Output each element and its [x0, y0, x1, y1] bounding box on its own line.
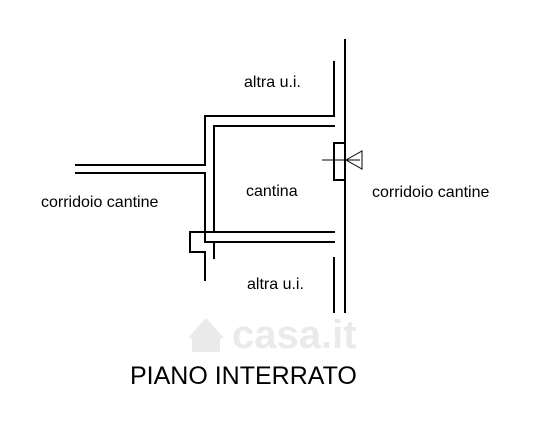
- lower-left-walls: [189, 172, 215, 281]
- upper-unit-label: altra u.i.: [244, 74, 301, 91]
- cellar-room: [213, 125, 335, 243]
- lower-unit-label: altra u.i.: [247, 276, 304, 293]
- entrance-arrow-icon: [344, 150, 363, 170]
- house-logo-icon: [188, 318, 224, 352]
- watermark: casa.it: [188, 313, 357, 357]
- door-frame: [333, 142, 346, 181]
- right-corridor-label: corridoio cantine: [372, 184, 490, 201]
- left-corridor-walls: [75, 164, 206, 174]
- cellar-door: [322, 142, 363, 181]
- left-corridor-label: corridoio cantine: [41, 194, 159, 211]
- main-wall: [333, 39, 346, 313]
- watermark-text: casa.it: [232, 313, 357, 357]
- cellar-label: cantina: [246, 183, 298, 200]
- upper-boundary: [204, 115, 335, 166]
- plan-title: PIANO INTERRATO: [130, 362, 357, 390]
